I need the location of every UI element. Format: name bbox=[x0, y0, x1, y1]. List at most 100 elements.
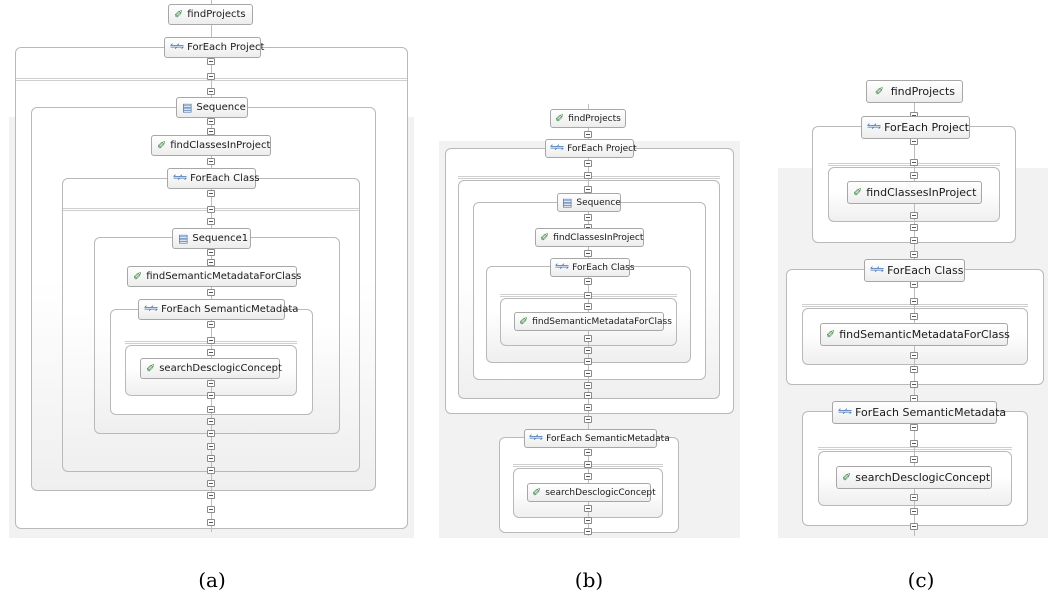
connector bbox=[910, 298, 918, 305]
invoke-icon: ✐ bbox=[540, 231, 550, 244]
connector bbox=[207, 492, 215, 499]
connector bbox=[910, 281, 918, 288]
connector bbox=[584, 347, 592, 354]
connector bbox=[207, 506, 215, 513]
connector bbox=[207, 73, 215, 80]
invoke-node-findclassesinproject[interactable]: ✐findClassesInProject bbox=[151, 135, 271, 156]
connector bbox=[584, 505, 592, 512]
connector bbox=[207, 430, 215, 437]
foreach-icon: ⇋⇋ bbox=[838, 407, 852, 417]
connector bbox=[910, 440, 918, 447]
foreach-icon: ⇋⇋ bbox=[170, 42, 184, 52]
scope-separator bbox=[802, 304, 1028, 307]
foreach-icon: ⇋⇋ bbox=[550, 143, 564, 153]
connector bbox=[910, 251, 918, 258]
foreach-node-project[interactable]: ⇋⇋ForEach Project bbox=[164, 37, 264, 58]
invoke-icon: ✐ bbox=[157, 139, 167, 152]
invoke-node-findclassesinproject[interactable]: ✐findClassesInProject bbox=[847, 181, 982, 204]
sequence-icon: ▤ bbox=[178, 232, 189, 245]
foreach-node-class[interactable]: ⇋⇋ForEach Class bbox=[167, 168, 260, 189]
connector bbox=[584, 250, 592, 257]
invoke-node-findprojects[interactable]: ✐findProjects bbox=[168, 4, 253, 25]
connector bbox=[207, 380, 215, 387]
connector bbox=[584, 473, 592, 480]
diagram-panel-b: ✐findProjects ⇋⇋ForEach Project ▤Sequenc… bbox=[439, 0, 740, 538]
connector bbox=[584, 461, 592, 468]
connector bbox=[584, 449, 592, 456]
invoke-node-findsemanticmetadataforclass[interactable]: ✐findSemanticMetadataForClass bbox=[820, 323, 1010, 346]
connector bbox=[584, 416, 592, 423]
connector bbox=[207, 519, 215, 526]
connector bbox=[910, 523, 918, 530]
invoke-node-searchdesclogicconcept[interactable]: ✐searchDesclogicConcept bbox=[140, 358, 282, 379]
connector bbox=[584, 528, 592, 535]
connector bbox=[207, 206, 215, 213]
connector bbox=[910, 352, 918, 359]
invoke-node-findclassesinproject[interactable]: ✐findClassesInProject bbox=[535, 228, 644, 247]
foreach-node-project[interactable]: ⇋⇋ForEach Project bbox=[861, 116, 970, 139]
foreach-node-semanticmetadata[interactable]: ⇋⇋ForEach SemanticMetadata bbox=[524, 429, 670, 448]
connector bbox=[207, 406, 215, 413]
connector bbox=[207, 337, 215, 344]
connector bbox=[910, 381, 918, 388]
connector bbox=[207, 249, 215, 256]
connector bbox=[207, 289, 215, 296]
connector bbox=[207, 467, 215, 474]
invoke-node-searchdesclogicconcept[interactable]: ✐searchDesclogicConcept bbox=[836, 466, 992, 489]
invoke-node-findsemanticmetadataforclass[interactable]: ✐findSemanticMetadataForClass bbox=[127, 266, 301, 287]
foreach-icon: ⇋⇋ bbox=[555, 262, 569, 272]
diagram-panel-a: ✐findProjects ⇋⇋ForEach Project ▤Sequenc… bbox=[9, 0, 414, 538]
connector bbox=[207, 190, 215, 197]
connector bbox=[207, 218, 215, 225]
invoke-node-findsemanticmetadataforclass[interactable]: ✐findSemanticMetadataForClass bbox=[514, 312, 672, 331]
sequence-node-1[interactable]: ▤Sequence1 bbox=[172, 228, 251, 249]
invoke-node-findprojects[interactable]: ✐findProjects bbox=[550, 109, 626, 128]
connector bbox=[584, 160, 592, 167]
foreach-node-semanticmetadata[interactable]: ⇋⇋ForEach SemanticMetadata bbox=[832, 401, 1006, 424]
connector bbox=[207, 349, 215, 356]
foreach-node-class[interactable]: ⇋⇋ForEach Class bbox=[550, 258, 635, 277]
connector bbox=[207, 118, 215, 125]
connector bbox=[584, 172, 592, 179]
connector bbox=[910, 508, 918, 515]
connector bbox=[207, 418, 215, 425]
connector bbox=[207, 480, 215, 487]
connector bbox=[207, 392, 215, 399]
connector bbox=[584, 214, 592, 221]
foreach-icon: ⇋⇋ bbox=[870, 265, 884, 275]
invoke-icon: ✐ bbox=[532, 486, 542, 499]
invoke-icon: ✐ bbox=[146, 362, 156, 375]
invoke-icon: ✐ bbox=[555, 112, 565, 125]
invoke-icon: ✐ bbox=[519, 315, 529, 328]
invoke-icon: ✐ bbox=[842, 471, 852, 484]
foreach-icon: ⇋⇋ bbox=[529, 433, 543, 443]
connector bbox=[584, 186, 592, 193]
invoke-node-findprojects[interactable]: ✐findProjects bbox=[866, 80, 963, 103]
foreach-node-project[interactable]: ⇋⇋ForEach Project bbox=[545, 139, 637, 158]
connector bbox=[207, 58, 215, 65]
diagram-panel-c: ✐findProjects ⇋⇋ForEach Project ✐findCla… bbox=[778, 0, 1048, 538]
connector bbox=[584, 358, 592, 365]
caption-a: (a) bbox=[198, 568, 226, 592]
connector bbox=[207, 455, 215, 462]
sequence-icon: ▤ bbox=[562, 196, 573, 209]
foreach-node-semanticmetadata[interactable]: ⇋⇋ForEach SemanticMetadata bbox=[138, 299, 298, 320]
connector bbox=[910, 313, 918, 320]
sequence-node[interactable]: ▤Sequence bbox=[557, 193, 621, 212]
caption-b: (b) bbox=[574, 568, 604, 592]
invoke-icon: ✐ bbox=[853, 186, 863, 199]
foreach-node-class[interactable]: ⇋⇋ForEach Class bbox=[864, 259, 965, 282]
invoke-node-searchdesclogicconcept[interactable]: ✐searchDesclogicConcept bbox=[527, 483, 656, 502]
connector bbox=[584, 303, 592, 310]
connector bbox=[584, 517, 592, 524]
invoke-icon: ✐ bbox=[826, 328, 836, 341]
connector bbox=[910, 456, 918, 463]
sequence-node[interactable]: ▤Sequence bbox=[176, 97, 248, 118]
connector bbox=[584, 131, 592, 138]
connector bbox=[584, 335, 592, 342]
connector bbox=[584, 292, 592, 299]
connector bbox=[910, 172, 918, 179]
connector bbox=[584, 370, 592, 377]
connector bbox=[584, 382, 592, 389]
sequence-icon: ▤ bbox=[182, 101, 193, 114]
